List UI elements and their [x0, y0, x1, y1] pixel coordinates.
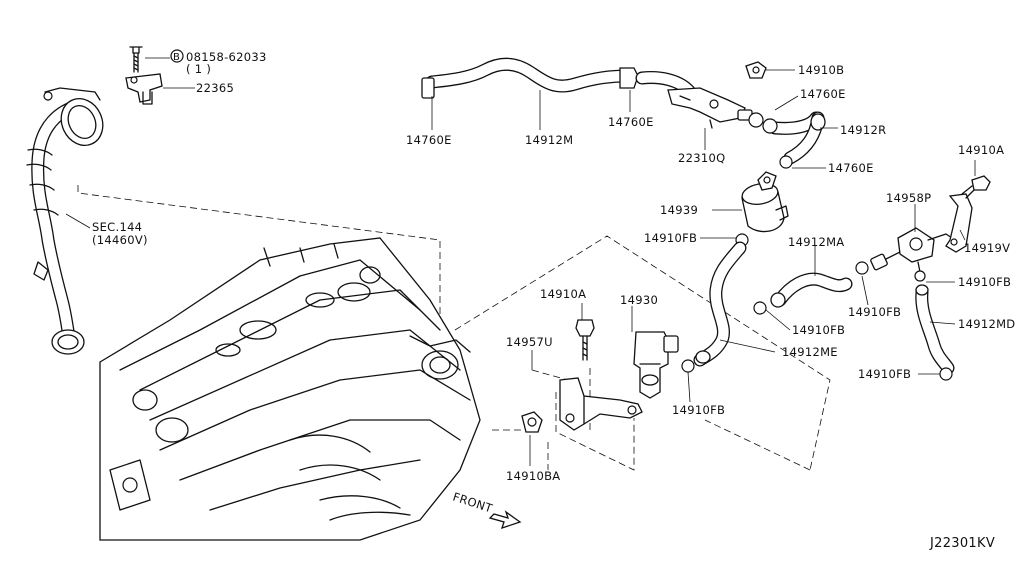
- hose-14912md[interactable]: [914, 270, 955, 381]
- label-sec144-ref: (14460V): [92, 233, 148, 247]
- label-14760e-d: 14760E: [828, 161, 874, 175]
- canister-14939[interactable]: [735, 171, 789, 247]
- hose-14912r[interactable]: [762, 111, 826, 169]
- label-14910fb-e: 14910FB: [858, 367, 911, 381]
- valve-22310q[interactable]: [635, 71, 764, 129]
- label-14760e-a: 14760E: [406, 133, 452, 147]
- air-duct-sec144[interactable]: [26, 87, 110, 355]
- label-22310q: 22310Q: [678, 151, 725, 165]
- hose-14912me[interactable]: [681, 241, 747, 373]
- label-14912md: 14912MD: [958, 317, 1015, 331]
- label-14912ma: 14912MA: [788, 235, 844, 249]
- label-sec144: SEC.144: [92, 220, 142, 234]
- label-14958p: 14958P: [886, 191, 931, 205]
- label-14910fb-f: 14910FB: [672, 403, 725, 417]
- label-14910fb-c: 14910FB: [848, 305, 901, 319]
- label-14910a: 14910A: [540, 287, 586, 301]
- label-14910ba: 14910BA: [506, 469, 560, 483]
- label-14910a-right: 14910A: [958, 143, 1004, 157]
- label-14930: 14930: [620, 293, 658, 307]
- label-front: FRONT: [451, 490, 495, 516]
- bolt-14910a[interactable]: [575, 319, 595, 361]
- label-bolt-qty: ( 1 ): [186, 62, 211, 76]
- part-labels: B 08158-62033 ( 1 ) 22365 SEC.144 (14460…: [92, 50, 1015, 551]
- front-arrow: [488, 510, 522, 530]
- label-14919v: 14919V: [964, 241, 1010, 255]
- diagram-code: J22301KV: [929, 536, 995, 551]
- nut-14910ba[interactable]: [521, 411, 543, 433]
- clamp-14910b[interactable]: [745, 61, 767, 79]
- label-14910fb-a: 14910FB: [644, 231, 697, 245]
- label-22365: 22365: [196, 81, 234, 95]
- bracket-14957u[interactable]: [559, 377, 643, 431]
- label-08158-62033: 08158-62033: [186, 50, 267, 64]
- label-14760e-b: 14760E: [608, 115, 654, 129]
- label-14912m: 14912M: [525, 133, 573, 147]
- valve-14958p[interactable]: [870, 227, 953, 273]
- label-14957u: 14957U: [506, 335, 553, 349]
- label-14939: 14939: [660, 203, 698, 217]
- hose-14912ma[interactable]: [753, 261, 869, 315]
- bolt-symbol-circle: [170, 49, 184, 63]
- label-14910fb-b: 14910FB: [958, 275, 1011, 289]
- label-14912r: 14912R: [840, 123, 886, 137]
- hose-14912m[interactable]: [421, 57, 639, 99]
- bracket-14919v[interactable]: [945, 193, 973, 253]
- leader-lines: [65, 69, 976, 466]
- label-14910fb-d: 14910FB: [792, 323, 845, 337]
- label-14760e-c: 14760E: [800, 87, 846, 101]
- bolt-symbol: B: [173, 52, 180, 63]
- label-14910b: 14910B: [798, 63, 844, 77]
- sensor-22365[interactable]: [125, 46, 163, 105]
- solenoid-14930[interactable]: [633, 331, 679, 399]
- bolt-14910a-right[interactable]: [961, 175, 991, 199]
- engine-block: [99, 237, 481, 541]
- label-14912me: 14912ME: [782, 345, 838, 359]
